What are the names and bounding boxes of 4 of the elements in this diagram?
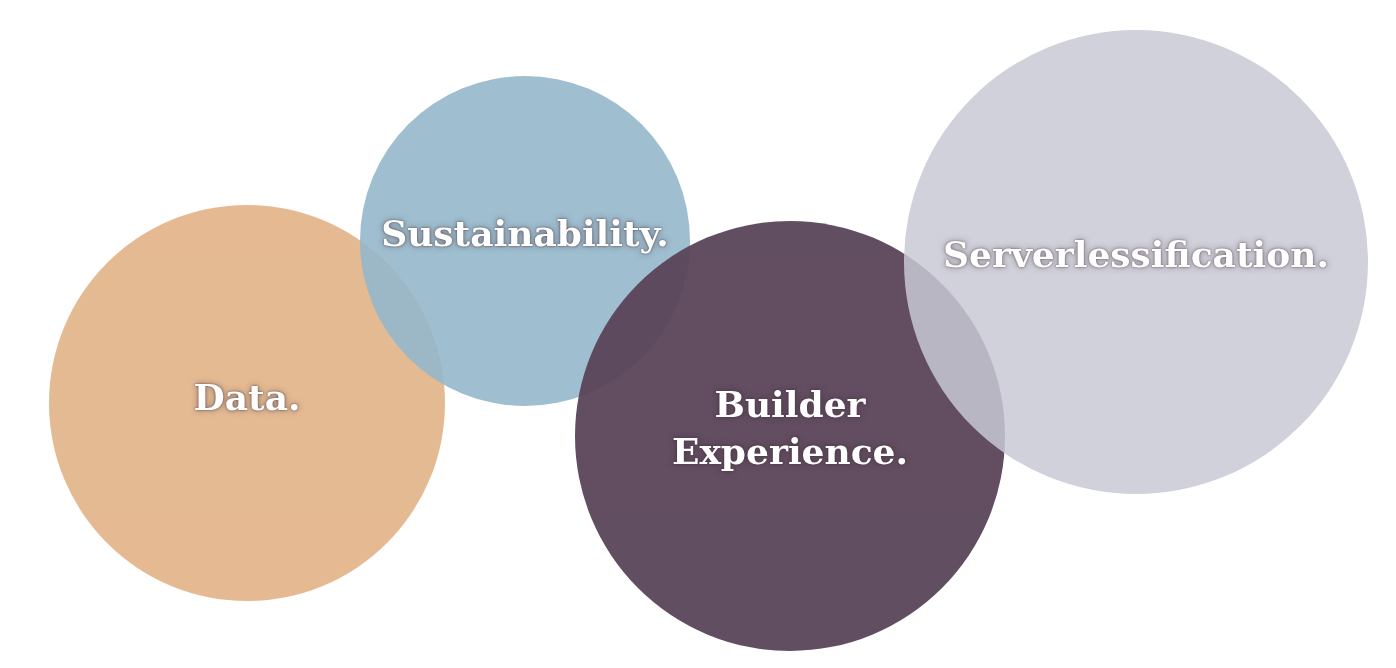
circle-label: Data.	[193, 374, 301, 420]
circle-label: Sustainability.	[381, 210, 669, 256]
circle-label: Serverlessification.	[943, 231, 1329, 277]
circle-label: Builder Experience.	[670, 382, 910, 474]
